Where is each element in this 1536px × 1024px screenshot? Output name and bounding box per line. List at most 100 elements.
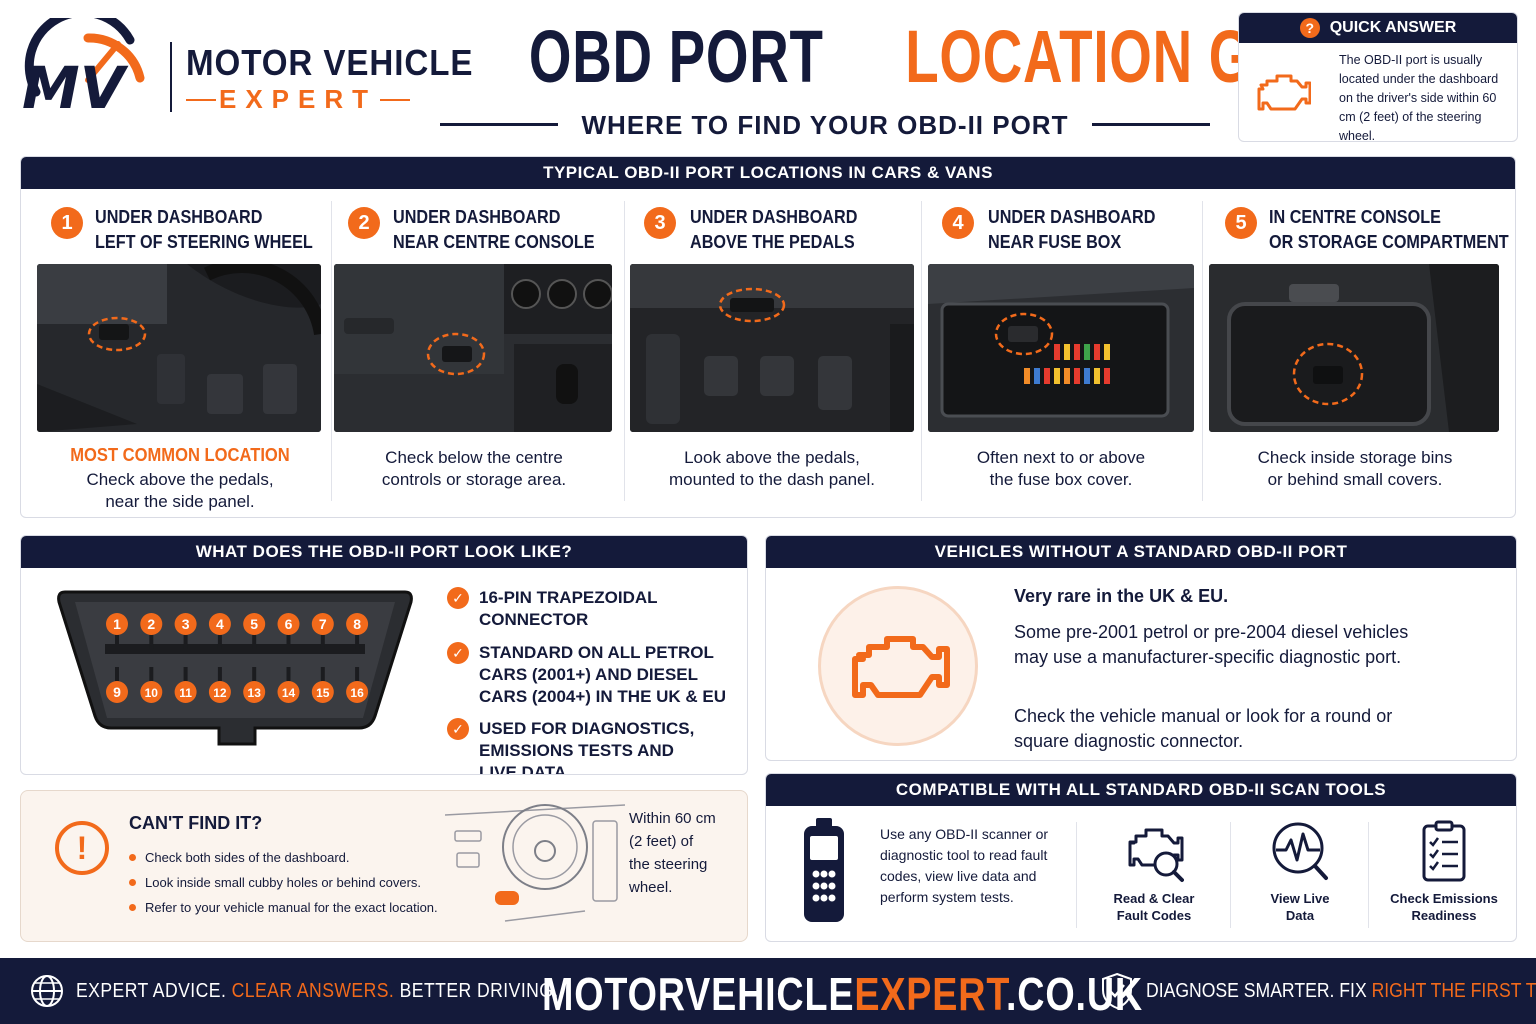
location-number-badge: 1 [51, 207, 83, 239]
check-engine-icon [1257, 74, 1311, 111]
subtitle-rule-right [1092, 123, 1210, 126]
location-title-line2: NEAR FUSE BOX [988, 232, 1122, 252]
pin-label: 13 [248, 686, 262, 700]
pin-5 [243, 613, 266, 635]
location-title-line2: LEFT OF STEERING WHEEL [95, 232, 313, 252]
rarity-note: Very rare in the UK & EU. [1014, 586, 1229, 606]
compatible-panel: COMPATIBLE WITH ALL STANDARD OBD-II SCAN… [765, 773, 1517, 942]
column-divider [1202, 201, 1203, 501]
pin-stem [320, 667, 325, 681]
location-desc-line1: Often next to or above [976, 448, 1146, 467]
pin-stem [355, 667, 360, 681]
distance-line: wheel. [629, 879, 673, 896]
heartbeat-magnifier-icon [1272, 822, 1328, 880]
location-title-line2: NEAR CENTRE CONSOLE [393, 232, 595, 252]
pin-stem [149, 667, 154, 681]
distance-line: the steering [629, 856, 708, 873]
location-title-line1: UNDER DASHBOARD [690, 207, 858, 227]
logo-line2: EXPERT [186, 84, 410, 115]
pin-stem [252, 635, 257, 649]
tip-item: Look inside small cubby holes or behind … [129, 870, 438, 895]
pin-label: 4 [216, 616, 224, 632]
footer-bar: EXPERT ADVICE. CLEAR ANSWERS. BETTER DRI… [0, 958, 1536, 1024]
cant-find-title: CAN'T FIND IT? [129, 813, 263, 833]
pin-label: 16 [350, 686, 364, 700]
pin-stem [149, 635, 154, 649]
slogan-part: DIAGNOSE SMARTER. FIX [1146, 980, 1367, 1002]
location-title: IN CENTRE CONSOLE OR STORAGE COMPARTMENT [1269, 205, 1509, 255]
pin-stem [217, 635, 222, 649]
brand-logo[interactable]: MV MOTOR VEHICLE EXPERT [18, 14, 472, 115]
feature-text: STANDARD ON ALL PETROL CARS (2001+) AND … [479, 642, 747, 708]
slogan-part: RIGHT THE FIRST TIME. [1371, 980, 1536, 1002]
pin-8 [346, 613, 369, 635]
pin-label: 5 [250, 616, 258, 632]
shield-check-icon [1102, 972, 1132, 1010]
location-description: Check inside storage bins or behind smal… [1209, 447, 1501, 491]
pin-stem [286, 667, 291, 681]
quick-answer-header: ? QUICK ANSWER [1239, 13, 1517, 43]
no-standard-port-panel: VEHICLES WITHOUT A STANDARD OBD-II PORT … [765, 535, 1517, 761]
location-number-badge: 4 [942, 207, 974, 239]
location-desc-line2: mounted to the dash panel. [668, 470, 876, 489]
pin-stem [252, 667, 257, 681]
location-photo-console [334, 264, 612, 432]
location-title: UNDER DASHBOARD NEAR CENTRE CONSOLE [393, 205, 595, 255]
pin-4 [208, 613, 231, 635]
pin-label: 12 [213, 686, 227, 700]
check-icon: ✓ [447, 587, 469, 609]
pin-label: 2 [147, 616, 155, 632]
obd-scanner-icon [804, 818, 844, 922]
location-title-line1: UNDER DASHBOARD [988, 207, 1156, 227]
tagline-part: EXPERT ADVICE. [76, 980, 227, 1002]
pin-3 [174, 613, 197, 635]
page-subtitle: WHERE TO FIND YOUR OBD-II PORT [581, 110, 1069, 140]
location-desc-line2: controls or storage area. [381, 470, 567, 489]
website-link[interactable]: MOTORVEHICLEEXPERT.CO.UK [542, 967, 1143, 1021]
location-title-line1: UNDER DASHBOARD [95, 207, 263, 227]
pin-label: 11 [179, 686, 192, 700]
location-card-3: 3 UNDER DASHBOARD ABOVE THE PEDALS Look … [630, 189, 914, 517]
column-divider [1230, 822, 1231, 928]
feature-view-live-data: View Live Data [1244, 820, 1356, 924]
locations-heading: TYPICAL OBD-II PORT LOCATIONS IN CARS & … [21, 157, 1515, 189]
pin-stem [355, 635, 360, 649]
compatible-text: Use any OBD-II scanner or diagnostic too… [880, 826, 1049, 905]
url-part: MOTORVEHICLE [542, 968, 855, 1020]
question-icon: ? [1299, 18, 1320, 38]
globe-icon [31, 975, 63, 1007]
feature-label: Check Emissions [1390, 891, 1498, 906]
pin-9 [106, 681, 128, 703]
pin-label: 3 [182, 616, 190, 632]
feature-line: CARS (2001+) AND DIESEL [479, 665, 699, 684]
pin-1 [106, 613, 128, 635]
subtitle-rule-left [440, 123, 558, 126]
location-desc-line2: near the side panel. [105, 492, 255, 511]
quick-answer-card: ? QUICK ANSWER The OBD-II port is usuall… [1238, 12, 1518, 142]
feature-read-clear-codes: Read & Clear Fault Codes [1096, 820, 1212, 924]
engine-magnifier-icon [1128, 828, 1184, 882]
pin-label: 1 [113, 616, 121, 632]
url-part: EXPERT [854, 968, 1007, 1020]
pin-stem [217, 667, 222, 681]
location-desc-line1: Look above the pedals, [684, 448, 860, 467]
quick-answer-text: The OBD-II port is usually located under… [1339, 53, 1499, 142]
feature-label: Fault Codes [1116, 908, 1192, 923]
engine-badge [818, 586, 978, 746]
cant-find-panel: ! CAN'T FIND IT? Check both sides of the… [20, 790, 748, 942]
location-description: Look above the pedals, mounted to the da… [630, 447, 914, 491]
logo-line1: MOTOR VEHICLE [186, 42, 474, 83]
location-title-line2: ABOVE THE PEDALS [690, 232, 855, 252]
location-photo-storage [1209, 264, 1499, 432]
pin-label: 9 [113, 684, 121, 700]
column-divider [1368, 822, 1369, 928]
location-title: UNDER DASHBOARD LEFT OF STEERING WHEEL [95, 205, 313, 255]
feature-text: 16-PIN TRAPEZOIDAL CONNECTOR [479, 587, 747, 631]
tip-item: Check both sides of the dashboard. [129, 845, 438, 870]
tip-item: Refer to your vehicle manual for the exa… [129, 895, 438, 920]
pin-15 [311, 681, 334, 703]
location-desc-line1: Check inside storage bins [1257, 448, 1453, 467]
distance-note: Within 60 cm (2 feet) of the steering wh… [629, 807, 739, 899]
